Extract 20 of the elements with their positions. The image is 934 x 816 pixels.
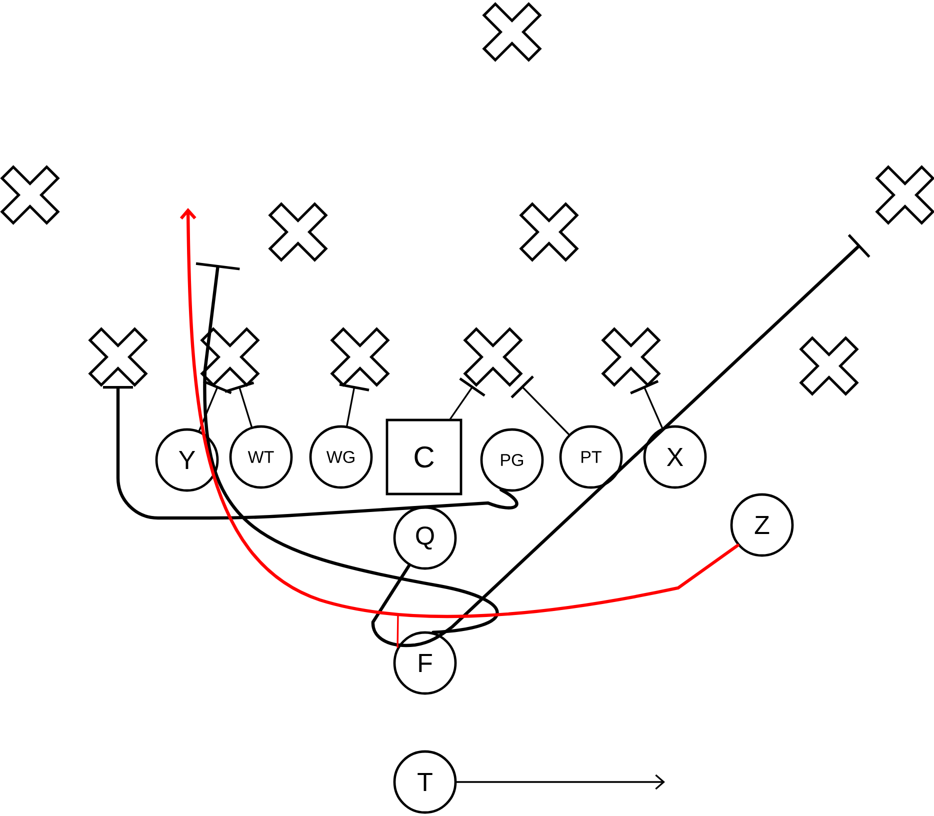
defender-cross <box>482 2 542 62</box>
defender-cross <box>0 165 60 225</box>
block-line <box>103 386 518 520</box>
defender-cross <box>200 327 260 387</box>
route-arrow <box>456 774 665 790</box>
defender-cross <box>601 327 661 387</box>
defender-cross <box>330 327 390 387</box>
defender-cross <box>463 327 523 387</box>
center-square: C <box>386 418 462 496</box>
block-line <box>339 383 370 427</box>
defender-cross <box>268 202 328 262</box>
block-line <box>196 262 499 634</box>
route-arrow <box>180 208 740 618</box>
block-line <box>510 376 570 436</box>
defender-cross <box>519 202 579 262</box>
defender-cross <box>88 327 148 387</box>
route-line <box>396 613 399 648</box>
defender-cross <box>875 165 934 225</box>
defender-cross <box>799 336 859 396</box>
block-line <box>224 382 254 428</box>
